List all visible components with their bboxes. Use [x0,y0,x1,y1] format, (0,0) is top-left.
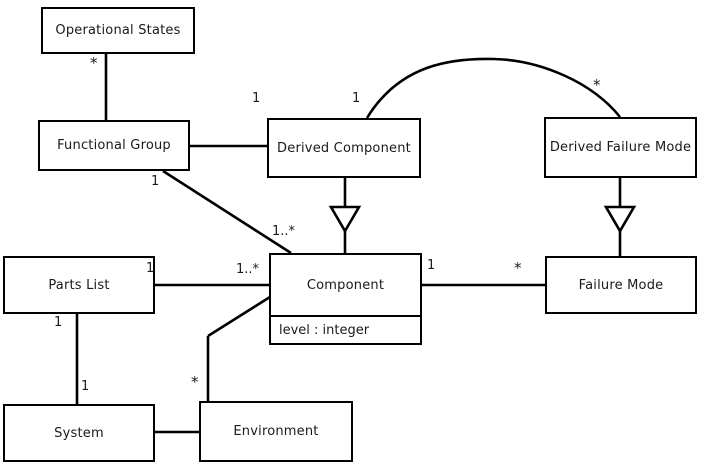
class-box-system[interactable]: System [3,404,155,462]
multiplicity-operationalstates-functionalgroup: * [90,54,98,72]
multiplicity-component-failuremode-source: 1 [427,258,436,273]
class-box-derived-failure-mode[interactable]: Derived Failure Mode [544,117,697,178]
multiplicity-derivedfailuremode-curve: * [593,76,601,94]
generalization-triangle-component-icon [328,205,362,234]
multiplicity-partslist-system-target: 1 [81,379,90,394]
multiplicity-partslist-component-target: 1..* [236,262,260,277]
connector-environment-component-diagonal [207,295,271,338]
class-box-derived-component[interactable]: Derived Component [267,118,421,178]
connector-functionalgroup-component [162,169,292,255]
generalization-triangle-failuremode-icon [603,205,637,234]
multiplicity-functionalgroup-component-target: 1..* [272,224,296,239]
class-name-parts-list: Parts List [48,277,110,293]
multiplicity-environment-component: * [191,373,199,391]
multiplicity-component-failuremode-target: * [514,259,522,277]
class-box-operational-states[interactable]: Operational States [41,7,195,54]
class-name-derived-component: Derived Component [277,140,411,156]
class-box-failure-mode[interactable]: Failure Mode [545,256,697,314]
class-attribute-level: level : integer [279,322,370,338]
connector-derivedcomponent-derivedfailuremode [365,57,622,119]
class-box-functional-group[interactable]: Functional Group [38,120,190,171]
multiplicity-functionalgroup-component-source: 1 [151,174,160,189]
multiplicity-derivedcomponent-curve: 1 [352,91,361,106]
class-name-environment: Environment [233,424,319,439]
class-box-environment[interactable]: Environment [199,401,353,462]
class-name-operational-states: Operational States [55,23,181,38]
class-box-parts-list[interactable]: Parts List [3,256,155,314]
multiplicity-partslist-system-source: 1 [54,315,63,330]
multiplicity-partslist-component-source: 1 [146,261,155,276]
multiplicity-functionalgroup-derivedcomponent: 1 [252,91,261,106]
class-box-component[interactable]: Component level : integer [269,253,422,345]
class-name-component: Component [306,277,385,293]
class-name-failure-mode: Failure Mode [578,277,664,293]
class-name-derived-failure-mode: Derived Failure Mode [549,140,692,155]
class-name-functional-group: Functional Group [57,138,171,153]
class-name-system: System [54,425,104,441]
class-attributes-component: level : integer [271,315,420,343]
